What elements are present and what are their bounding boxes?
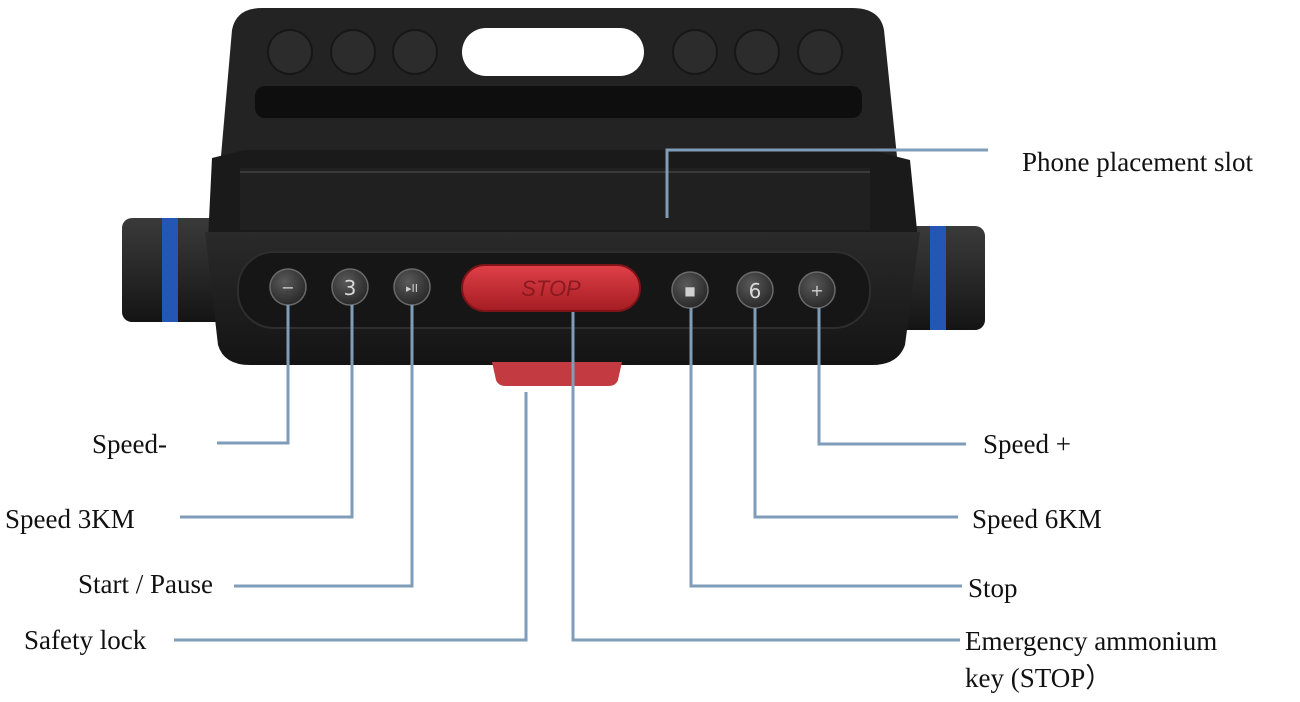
label-phone-slot: Phone placement slot bbox=[1022, 147, 1253, 177]
safety-lock-tab bbox=[492, 362, 622, 386]
carry-handle-slot bbox=[462, 28, 644, 76]
leader-speed-3km bbox=[180, 305, 354, 519]
phone-slot-groove bbox=[255, 86, 862, 118]
speed-plus-button[interactable]: + bbox=[798, 271, 836, 309]
leader-safety-lock bbox=[174, 392, 528, 642]
label-speed-6km: Speed 6KM bbox=[972, 504, 1102, 534]
label-emergency-line1: Emergency ammonium bbox=[965, 626, 1218, 656]
stop-button[interactable]: ■ bbox=[671, 271, 709, 309]
label-speed-plus: Speed + bbox=[983, 429, 1071, 459]
label-start-pause: Start / Pause bbox=[78, 569, 213, 599]
speed-minus-button[interactable]: − bbox=[269, 268, 307, 306]
speed-plus-icon: + bbox=[810, 281, 823, 300]
leader-start-pause bbox=[234, 305, 414, 588]
speed-minus-icon: − bbox=[281, 278, 294, 297]
play-pause-icon: ▸II bbox=[406, 282, 418, 295]
label-emergency-line2: key (STOP） bbox=[965, 663, 1113, 693]
label-speed-3km: Speed 3KM bbox=[5, 504, 135, 534]
stop-key-label: STOP bbox=[521, 276, 581, 301]
leader-speed-plus bbox=[817, 308, 966, 446]
leader-lines bbox=[174, 148, 988, 642]
stop-square-icon: ■ bbox=[684, 284, 695, 298]
label-stop: Stop bbox=[968, 573, 1018, 603]
leader-emergency bbox=[571, 312, 960, 642]
speed-6km-button[interactable]: 6 bbox=[736, 271, 774, 309]
emergency-stop-key[interactable]: STOP bbox=[461, 264, 641, 312]
leader-stop bbox=[689, 308, 962, 588]
speed-3km-button[interactable]: 3 bbox=[331, 268, 369, 306]
label-safety-lock: Safety lock bbox=[24, 625, 147, 655]
phone-holder-tray bbox=[208, 8, 918, 240]
label-speed-minus: Speed- bbox=[92, 429, 167, 459]
leader-speed-6km bbox=[753, 308, 958, 519]
speed-3-label: 3 bbox=[344, 276, 357, 300]
leader-speed-minus bbox=[217, 305, 290, 445]
leader-phone-slot bbox=[665, 148, 988, 218]
speed-6-label: 6 bbox=[749, 279, 762, 303]
start-pause-button[interactable]: ▸II bbox=[393, 268, 431, 306]
